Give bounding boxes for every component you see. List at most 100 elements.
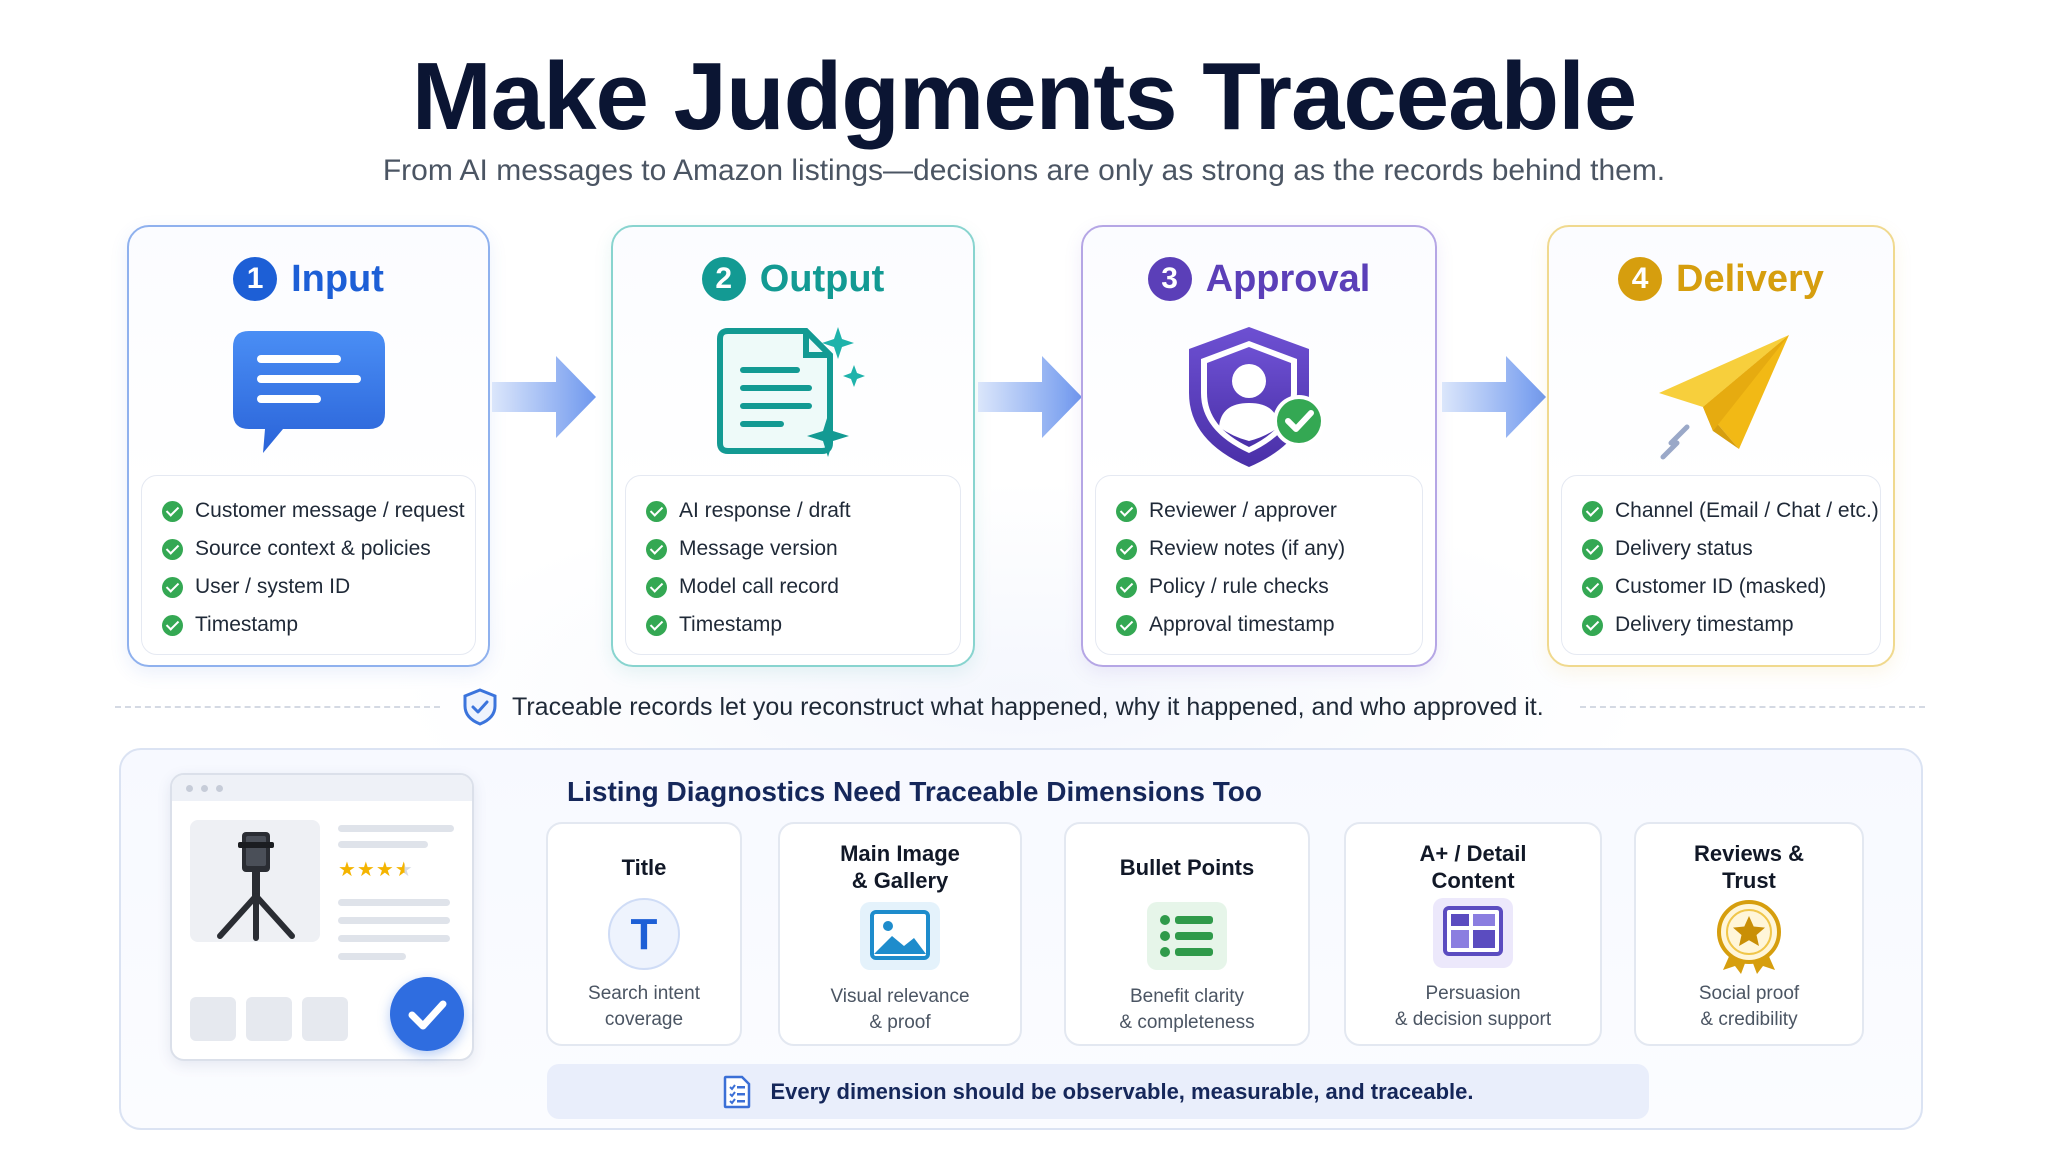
check-circle-icon [162,500,183,522]
checklist: Channel (Email / Chat / etc.) Delivery s… [1561,475,1881,655]
check-circle-icon [646,614,667,636]
check-circle-icon [162,576,183,598]
dimension-title: Main Image & Gallery [840,841,960,893]
footer-note: Every dimension should be observable, me… [547,1064,1649,1119]
check-circle-icon [1582,614,1603,636]
check-circle-icon [1582,500,1603,522]
dimension-title: Reviews & Trust [1693,841,1805,893]
footer-text: Every dimension should be observable, me… [770,1078,1474,1104]
list-item: AI response / draft [646,492,960,530]
list-item: Delivery timestamp [1582,606,1880,644]
shield-check-icon [463,688,497,726]
step-number-badge: 1 [233,257,278,301]
page-subtitle: From AI messages to Amazon listings—deci… [382,154,1666,187]
dimension-description: Benefit clarity & completeness [1119,986,1255,1033]
dimension-title: Title [621,854,667,880]
checklist: Reviewer / approver Review notes (if any… [1095,475,1423,655]
check-circle-icon [162,614,183,636]
list-item: User / system ID [162,568,475,606]
dimension-card-main-image: Main Image & Gallery Visual relevance & … [778,822,1022,1046]
list-item: Reviewer / approver [1116,492,1422,530]
check-circle-icon [1582,576,1603,598]
step-card-approval: 3 Approval Reviewer / approver Review no… [1081,225,1437,667]
half-star-icon: ★ [394,859,414,881]
list-item: Timestamp [646,606,960,644]
check-circle-icon [646,576,667,598]
document-sparkle-icon [708,323,878,464]
list-item: Policy / rule checks [1116,568,1422,606]
layout-icon [1431,896,1515,975]
gallery-thumbnail [246,997,292,1041]
step-card-delivery: 4 Delivery Channel (Email / Chat / etc.)… [1547,225,1895,667]
list-item: Customer ID (masked) [1582,568,1880,606]
dimension-card-aplus-content: A+ / Detail Content Persuasion & decisio… [1344,822,1602,1046]
rating-stars: ★★★★ [338,859,414,881]
dimension-description: Search intent coverage [588,983,700,1030]
step-header: 3 Approval [1083,257,1435,301]
checklist: Customer message / request Source contex… [141,475,476,655]
list-item: Model call record [646,568,960,606]
step-card-input: 1 Input Customer message / request Sourc… [127,225,490,667]
step-number-badge: 3 [1147,257,1192,301]
list-item: Message version [646,530,960,568]
panel-title: Listing Diagnostics Need Traceable Dimen… [567,776,1262,807]
step-number-badge: 4 [1618,257,1663,301]
check-circle-icon [646,500,667,522]
window-titlebar [172,775,472,801]
step-number-badge: 2 [701,257,746,301]
page-title: Make Judgments Traceable [411,43,1638,150]
divider-text: Traceable records let you reconstruct wh… [512,692,1544,721]
star-badge-icon [1713,898,1785,979]
tripod-phone-icon [217,832,295,941]
divider-line [115,706,440,708]
check-circle-icon [646,538,667,560]
dimension-card-bullet-points: Bullet Points Benefit clarity & complete… [1064,822,1310,1046]
dimension-title: Bullet Points [1119,854,1255,880]
dimension-card-reviews-trust: Reviews & Trust Social proof & credibili… [1634,822,1864,1046]
check-circle-icon [1116,614,1137,636]
check-circle-icon [1116,500,1137,522]
paper-plane-icon [1641,331,1801,466]
list-item: Review notes (if any) [1116,530,1422,568]
checklist-document-icon [724,1075,751,1108]
letter-t-icon: T [606,896,682,977]
step-header: 2 Output [613,257,973,301]
step-header: 4 Delivery [1549,257,1893,301]
step-title: Approval [1205,257,1371,300]
divider-line [1580,706,1925,708]
list-item: Timestamp [162,606,475,644]
check-circle-icon [162,538,183,560]
svg-text:T: T [631,910,658,959]
dimension-description: Social proof & credibility [1698,983,1800,1030]
step-title: Delivery [1676,257,1824,300]
image-icon [858,900,942,977]
step-card-output: 2 Output AI response / draft Message ver… [611,225,975,667]
divider-note: Traceable records let you reconstruct wh… [462,688,1544,726]
listing-mockup: ★★★★ [170,773,474,1061]
verified-check-icon [390,977,464,1051]
step-title: Input [291,257,384,300]
shield-user-check-icon [1179,323,1339,476]
check-circle-icon [1116,538,1137,560]
checklist: AI response / draft Message version Mode… [625,475,961,655]
dimension-card-title: Title T Search intent coverage [546,822,742,1046]
dimension-title: A+ / Detail Content [1419,841,1527,893]
dimension-description: Persuasion & decision support [1394,983,1552,1030]
check-circle-icon [1582,538,1603,560]
bullet-list-icon [1145,900,1229,977]
arrow-right-icon [978,356,1082,438]
chat-bubble-icon [227,325,391,462]
list-item: Approval timestamp [1116,606,1422,644]
dimension-description: Visual relevance & proof [830,986,970,1033]
arrow-right-icon [1442,356,1546,438]
gallery-thumbnail [190,997,236,1041]
check-circle-icon [1116,576,1137,598]
product-photo [190,820,320,942]
step-title: Output [759,257,885,300]
gallery-thumbnail [302,997,348,1041]
arrow-right-icon [492,356,596,438]
list-item: Delivery status [1582,530,1880,568]
step-header: 1 Input [129,257,488,301]
list-item: Channel (Email / Chat / etc.) [1582,492,1880,530]
list-item: Source context & policies [162,530,475,568]
